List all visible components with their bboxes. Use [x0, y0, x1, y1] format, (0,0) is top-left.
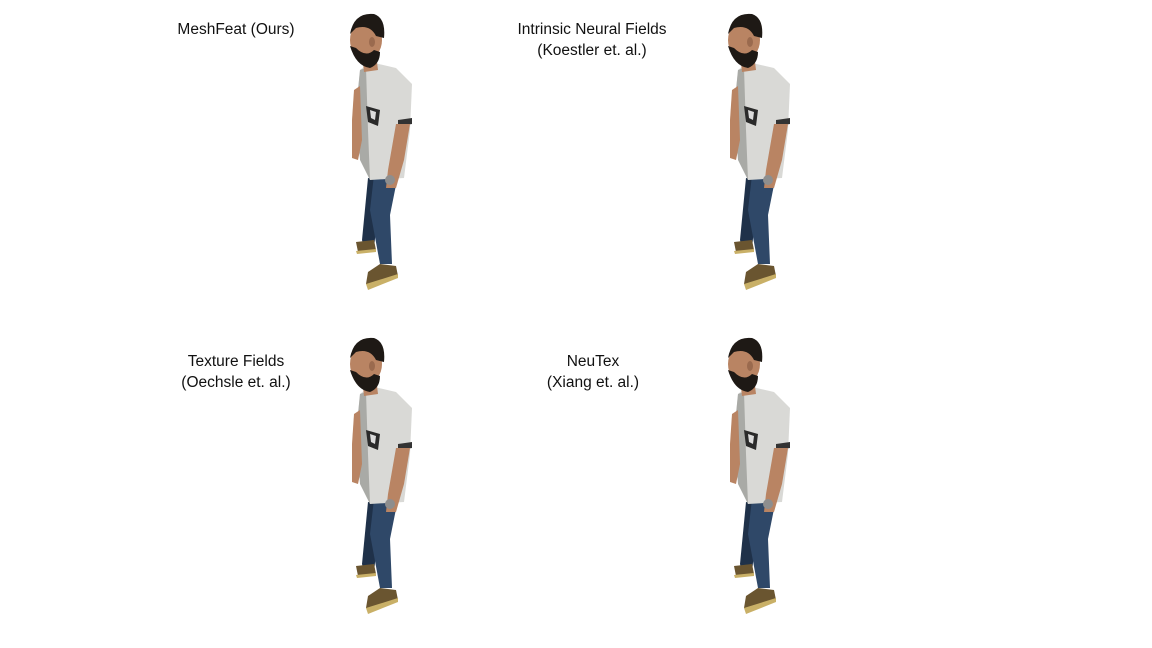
panel-3-label: Texture Fields (Oechsle et. al.) — [181, 351, 290, 393]
panel-1-label: MeshFeat (Ours) — [177, 19, 294, 40]
panel-3-title: Texture Fields — [187, 353, 285, 370]
panel-4-render — [718, 334, 808, 624]
panel-2-render — [718, 10, 808, 300]
panel-3-subtitle: (Oechsle et. al.) — [181, 374, 291, 391]
panel-4-subtitle: (Xiang et. al.) — [546, 374, 640, 391]
panel-4-title: NeuTex — [566, 353, 620, 370]
panel-2-subtitle: (Koestler et. al.) — [537, 42, 647, 59]
panel-3-render — [340, 334, 430, 624]
panel-1-render — [340, 10, 430, 300]
panel-4-label: NeuTex (Xiang et. al.) — [547, 351, 639, 393]
panel-2-title: Intrinsic Neural Fields — [517, 21, 667, 38]
panel-1-title: MeshFeat (Ours) — [177, 21, 295, 38]
panel-2-label: Intrinsic Neural Fields (Koestler et. al… — [517, 19, 666, 61]
